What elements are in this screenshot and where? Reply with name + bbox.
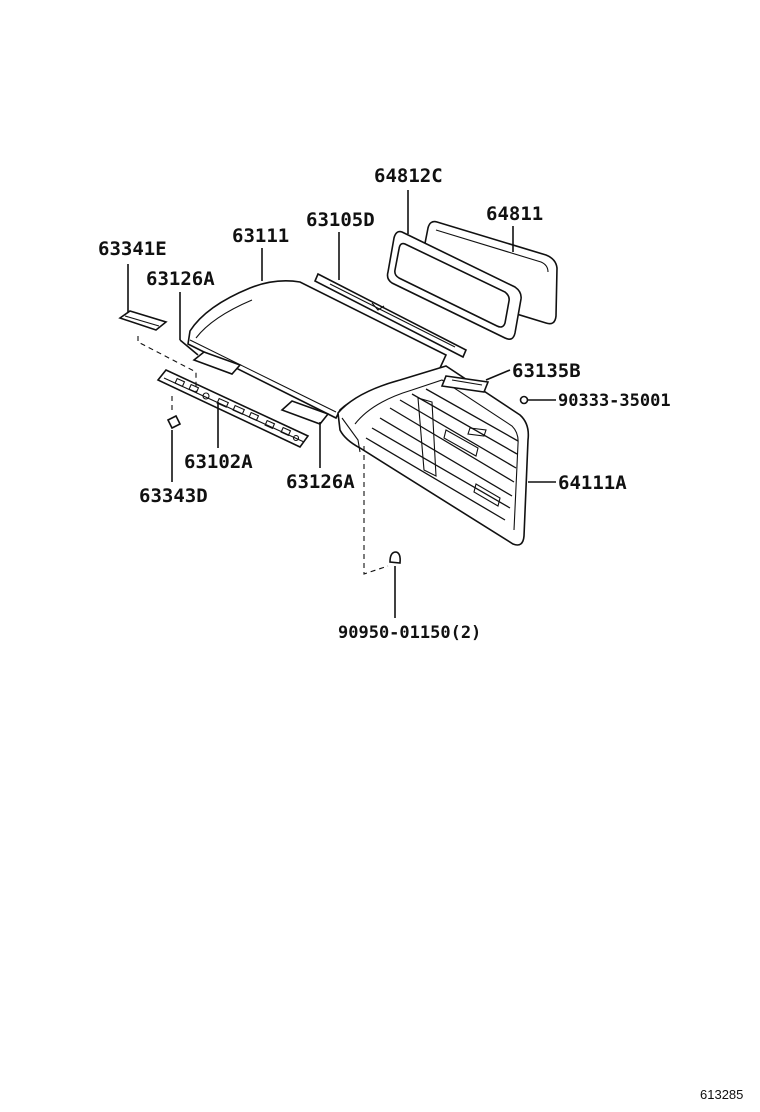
label-63111: 63111 xyxy=(232,225,289,247)
front-header-panel xyxy=(156,369,310,449)
figure-number: 613285 xyxy=(700,1087,743,1102)
roof-pad-upper xyxy=(118,310,168,331)
label-63341E: 63341E xyxy=(98,238,167,260)
label-63343D: 63343D xyxy=(139,485,208,507)
screw xyxy=(519,395,529,405)
label-64811: 64811 xyxy=(486,203,543,225)
leader-lines xyxy=(127,190,556,618)
garnish-piece xyxy=(440,375,490,393)
label-63102A: 63102A xyxy=(184,451,253,473)
label-90333-35001: 90333-35001 xyxy=(558,391,671,411)
back-panel xyxy=(337,365,530,546)
label-63135B: 63135B xyxy=(512,360,581,382)
clip-part xyxy=(166,414,182,430)
roof-seal-strip xyxy=(313,272,468,359)
window-weatherstrip xyxy=(386,230,522,340)
roof-pad-left xyxy=(192,351,242,375)
label-63126A-top: 63126A xyxy=(146,268,215,290)
assembly-guide-lines xyxy=(137,336,389,575)
label-64111A: 64111A xyxy=(558,472,627,494)
label-64812C: 64812C xyxy=(374,165,443,187)
label-63126A-bottom: 63126A xyxy=(286,471,355,493)
label-90950-01150: 90950-01150(2) xyxy=(338,623,481,643)
roof-pad-right xyxy=(280,400,330,425)
label-63105D: 63105D xyxy=(306,209,375,231)
retainer-clip xyxy=(389,551,401,564)
rear-window-glass xyxy=(417,220,558,325)
